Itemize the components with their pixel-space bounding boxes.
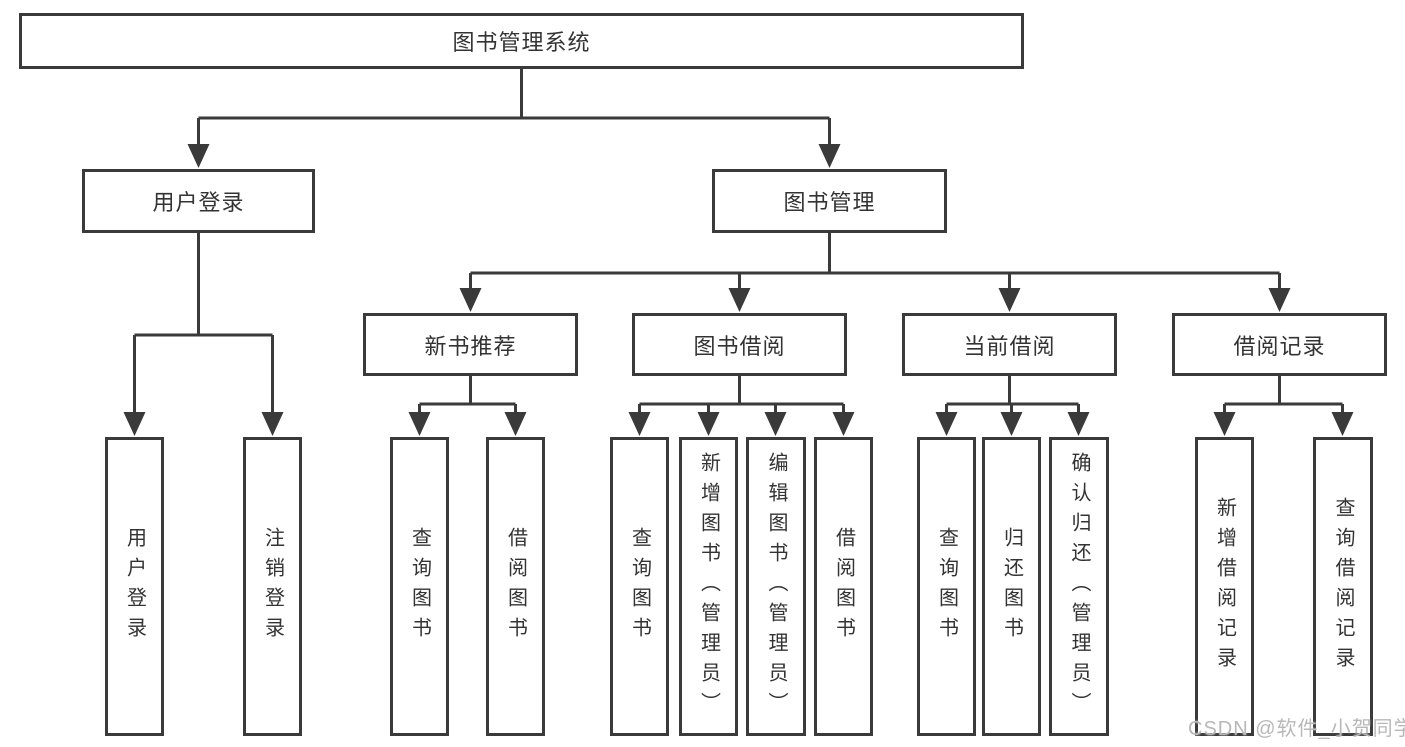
node-leaf-query-borrow-record: 查询借阅记录	[1313, 437, 1373, 736]
connector-current-borrow-branch	[945, 376, 1080, 413]
node-new-book-recommend: 新书推荐	[363, 313, 578, 376]
arrowhead-book-management	[818, 144, 841, 168]
arrowhead-new-book-recommend	[459, 288, 482, 312]
node-leaf-borrow-book-1: 借阅图书	[486, 437, 545, 736]
node-label: 查询图书	[628, 526, 651, 647]
node-label: 查询借阅记录	[1332, 496, 1354, 677]
node-label: 查询图书	[408, 526, 431, 647]
arrowhead-leaf-login	[123, 412, 146, 436]
node-book-management: 图书管理	[712, 169, 947, 233]
node-label: 借阅图书	[504, 526, 527, 647]
node-label: 用户登录	[152, 190, 245, 215]
node-label: 借阅记录	[1233, 333, 1326, 359]
node-label: 归还图书	[1000, 526, 1023, 647]
node-leaf-edit-book-admin: 编辑图书（管理员）	[746, 437, 806, 736]
node-leaf-add-borrow-record: 新增借阅记录	[1195, 437, 1254, 736]
node-book-borrow: 图书借阅	[632, 313, 847, 376]
arrowhead-book-borrow	[728, 288, 751, 312]
node-leaf-logout: 注销登录	[243, 437, 302, 736]
node-leaf-user-login: 用户登录	[105, 437, 164, 736]
connector-new-book-branch	[418, 376, 517, 413]
arrowhead-leaf-logout	[261, 412, 284, 436]
node-label: 编辑图书（管理员）	[765, 451, 787, 722]
csdn-watermark: CSDN @软件_小贺同学	[1188, 718, 1405, 740]
node-borrow-records: 借阅记录	[1172, 313, 1387, 376]
node-label: 用户登录	[123, 526, 146, 647]
node-label: 注销登录	[261, 526, 284, 647]
node-leaf-confirm-return-admin: 确认归还（管理员）	[1049, 437, 1109, 736]
arrowhead-user-login	[187, 144, 210, 168]
node-leaf-return-book: 归还图书	[982, 437, 1041, 736]
node-leaf-query-book-1: 查询图书	[390, 437, 449, 736]
node-leaf-query-book-2: 查询图书	[610, 437, 669, 736]
node-library-system: 图书管理系统	[19, 13, 1024, 69]
node-leaf-add-book-admin: 新增图书（管理员）	[679, 437, 738, 736]
node-leaf-query-book-3: 查询图书	[917, 437, 976, 736]
node-label: 图书管理	[783, 190, 876, 215]
node-current-borrow: 当前借阅	[902, 313, 1117, 376]
node-label: 图书借阅	[693, 333, 786, 359]
arrowhead-borrow-records	[1268, 288, 1291, 312]
node-label: 确认归还（管理员）	[1068, 451, 1090, 722]
node-label: 图书管理系统	[452, 30, 591, 55]
connector-book-management-branch	[469, 233, 1281, 289]
node-user-login: 用户登录	[82, 169, 315, 233]
node-label: 新书推荐	[424, 333, 517, 359]
connector-borrow-records-branch	[1223, 376, 1344, 413]
node-label: 新增图书（管理员）	[697, 451, 720, 722]
connector-user-login-branch	[133, 233, 274, 413]
node-label: 查询图书	[935, 526, 958, 647]
node-leaf-borrow-book-2: 借阅图书	[814, 437, 873, 736]
arrowhead-current-borrow	[998, 288, 1021, 312]
connector-book-borrow-branch	[638, 376, 845, 413]
node-label: 新增借阅记录	[1213, 496, 1236, 677]
node-label: 当前借阅	[963, 333, 1056, 359]
node-label: 借阅图书	[832, 526, 855, 647]
connector-root-trunk	[197, 69, 831, 145]
